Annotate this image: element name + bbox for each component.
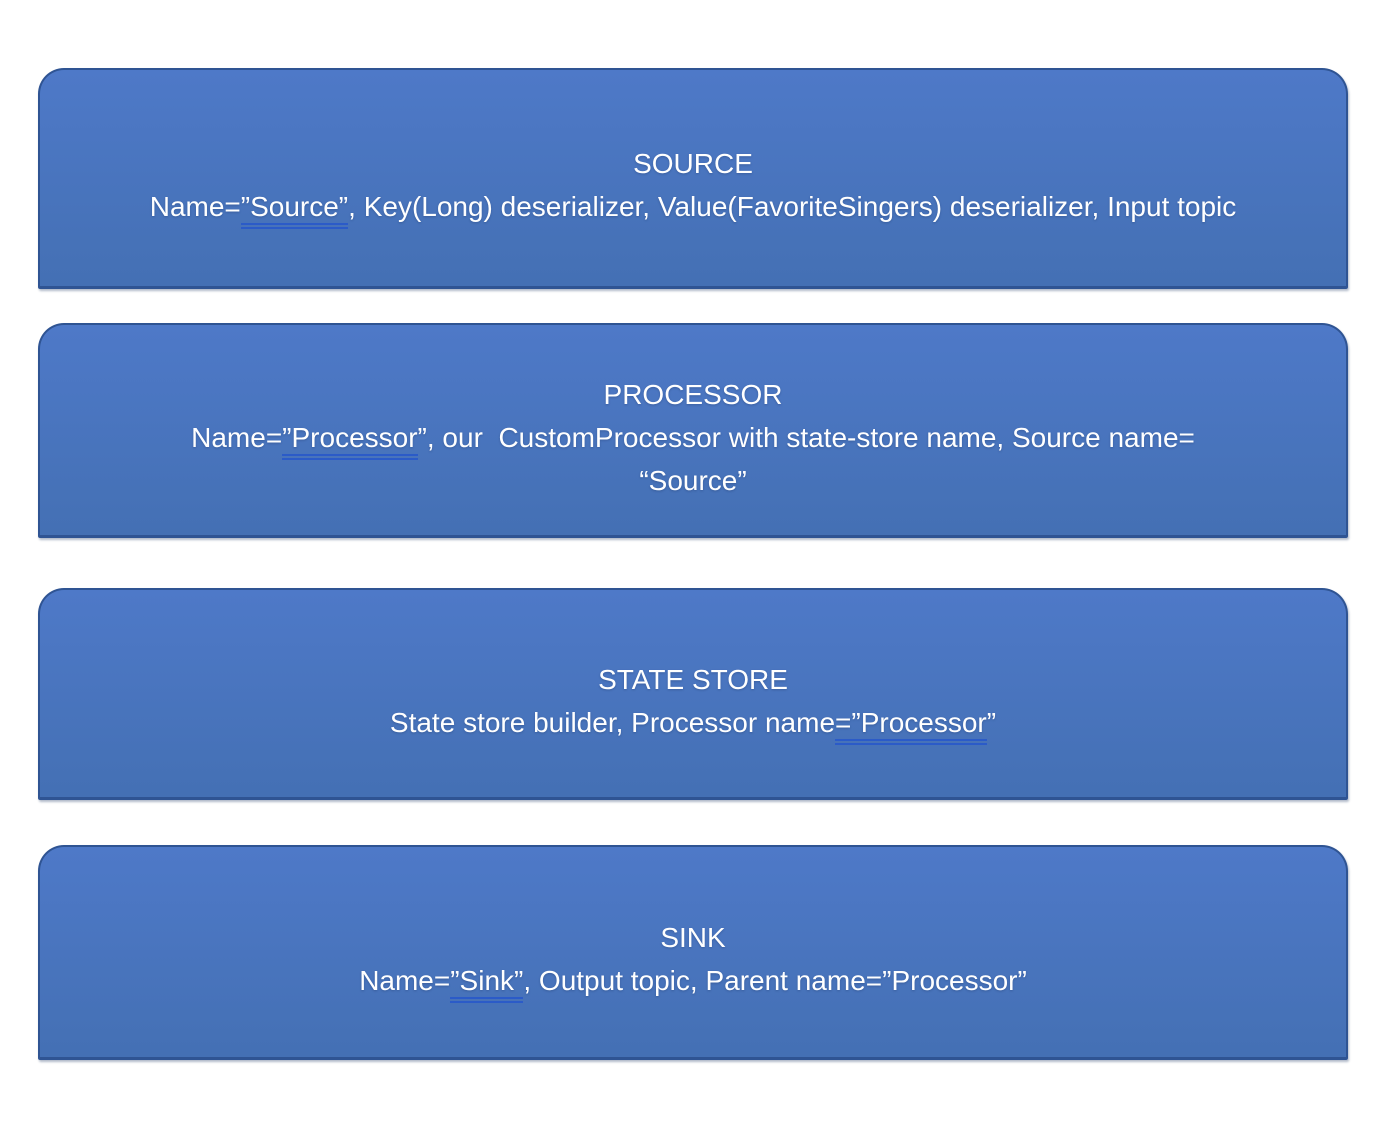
underlined-text-segment: ”Source” — [240, 191, 349, 229]
text-segment: , Key(Long) deserializer, Value(Favorite… — [348, 191, 1237, 222]
text-segment: ”, our CustomProcessor with state-store … — [417, 421, 1195, 453]
underlined-text-segment: ”Sink” — [450, 965, 524, 1003]
node-sink-text: SINK Name=”Sink”, Output topic, Parent n… — [40, 916, 1346, 1003]
text-segment: Name= — [149, 191, 241, 222]
text-segment: Name= — [191, 421, 283, 453]
node-source-text: SOURCE Name=”Source”, Key(Long) deserial… — [40, 142, 1346, 229]
node-state-store-detail: State store builder, Processor name=”Pro… — [52, 701, 1334, 745]
node-sink: SINK Name=”Sink”, Output topic, Parent n… — [38, 845, 1348, 1060]
node-sink-detail: Name=”Sink”, Output topic, Parent name=”… — [52, 959, 1334, 1003]
node-processor-detail: Name=”Processor”, our CustomProcessor wi… — [52, 416, 1334, 460]
node-processor-title: PROCESSOR — [603, 378, 783, 410]
node-processor-detail-line2: “Source” — [639, 464, 747, 496]
text-segment: Name= — [359, 965, 451, 996]
node-processor-text: PROCESSOR Name=”Processor”, our CustomPr… — [40, 373, 1346, 502]
node-sink-title: SINK — [660, 922, 726, 953]
node-state-store-text: STATE STORE State store builder, Process… — [40, 658, 1346, 745]
text-segment: ” — [986, 706, 997, 738]
node-state-store-title: STATE STORE — [598, 663, 788, 695]
node-source-detail: Name=”Source”, Key(Long) deserializer, V… — [52, 185, 1334, 229]
node-processor: PROCESSOR Name=”Processor”, our CustomPr… — [38, 323, 1348, 538]
underlined-text-segment: =”Processor — [835, 706, 987, 745]
node-state-store: STATE STORE State store builder, Process… — [38, 588, 1348, 800]
text-segment: , Output topic, Parent name=”Processor” — [523, 965, 1027, 996]
text-segment: State store builder, Processor name — [389, 706, 836, 738]
node-source-title: SOURCE — [633, 148, 753, 179]
underlined-text-segment: ”Processor — [282, 421, 418, 460]
node-source: SOURCE Name=”Source”, Key(Long) deserial… — [38, 68, 1348, 289]
